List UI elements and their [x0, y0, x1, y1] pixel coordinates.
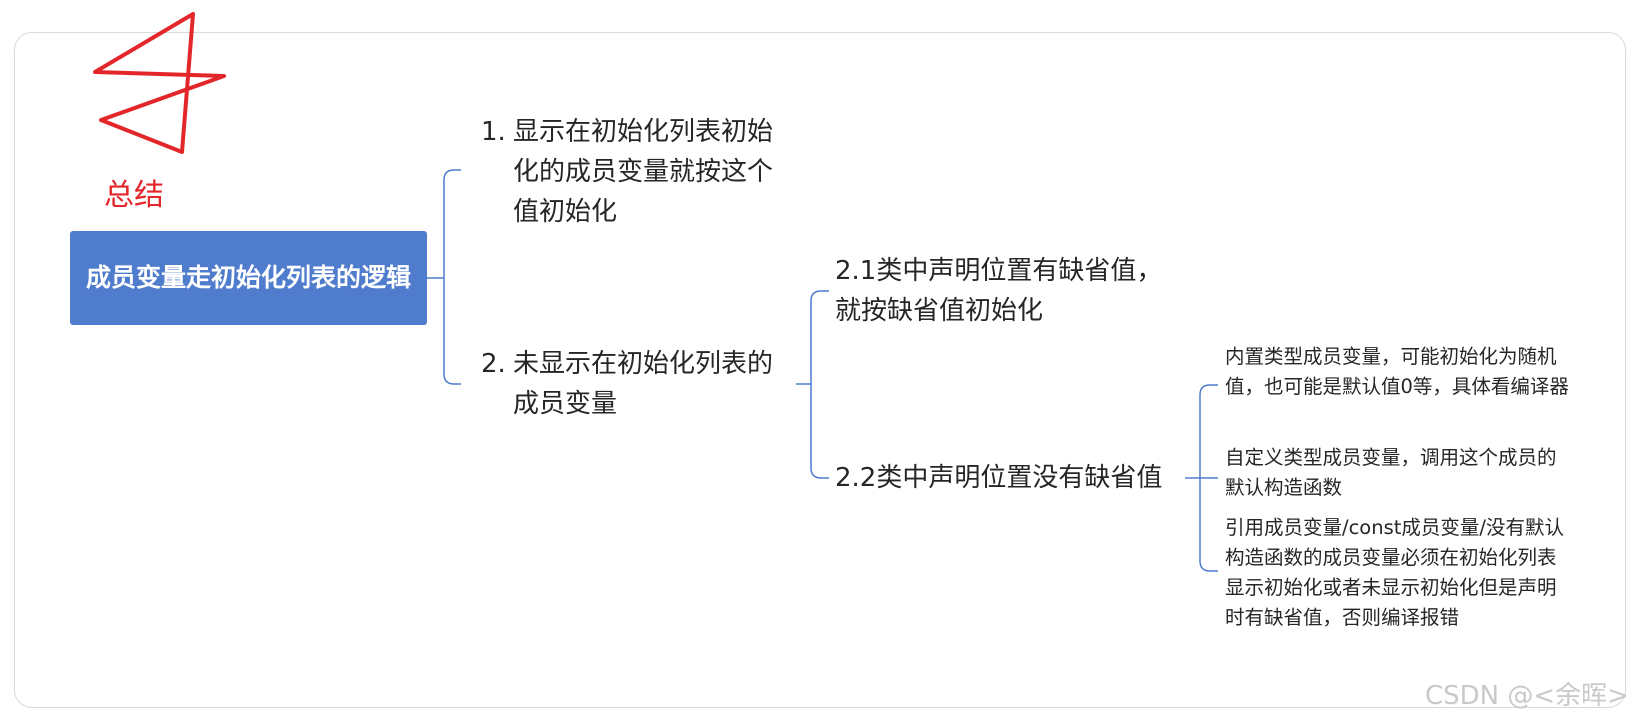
connector-branch-group [443, 169, 461, 385]
branch-node-1-number: 1. [481, 117, 506, 147]
root-node[interactable]: 成员变量走初始化列表的逻辑 [70, 231, 427, 325]
branch-node-1-text: 显示在初始化列表初始化的成员变量就按这个值初始化 [513, 117, 774, 227]
watermark: CSDN @<余晖> [1425, 681, 1629, 711]
leaf-builtin-type[interactable]: 内置类型成员变量，可能初始化为随机值，也可能是默认值0等，具体看编译器 [1225, 342, 1575, 402]
leaf-reference-const-text: 引用成员变量/const成员变量/没有默认构造函数的成员变量必须在初始化列表显示… [1225, 516, 1564, 629]
canvas-frame [14, 32, 1626, 708]
root-node-label: 成员变量走初始化列表的逻辑 [85, 263, 411, 292]
summary-label: 总结 [104, 178, 164, 213]
branch-node-2-number: 2. [481, 349, 506, 379]
branch-node-1[interactable]: 1. 显示在初始化列表初始化的成员变量就按这个值初始化 [481, 112, 791, 232]
branch-node-2-text: 未显示在初始化列表的成员变量 [513, 349, 774, 419]
branch-node-2[interactable]: 2. 未显示在初始化列表的成员变量 [481, 344, 791, 424]
node-2-2-text: 2.2类中声明位置没有缺省值 [835, 463, 1163, 493]
leaf-custom-type-text: 自定义类型成员变量，调用这个成员的默认构造函数 [1225, 446, 1557, 499]
leaf-builtin-type-text: 内置类型成员变量，可能初始化为随机值，也可能是默认值0等，具体看编译器 [1225, 345, 1569, 398]
node-2-2[interactable]: 2.2类中声明位置没有缺省值 [835, 458, 1195, 498]
connector-level2-group [810, 290, 829, 479]
node-2-1-text: 2.1类中声明位置有缺省值，就按缺省值初始化 [835, 256, 1163, 326]
node-2-1[interactable]: 2.1类中声明位置有缺省值，就按缺省值初始化 [835, 251, 1175, 331]
leaf-custom-type[interactable]: 自定义类型成员变量，调用这个成员的默认构造函数 [1225, 443, 1575, 503]
leaf-reference-const[interactable]: 引用成员变量/const成员变量/没有默认构造函数的成员变量必须在初始化列表显示… [1225, 513, 1575, 633]
star-icon [93, 12, 226, 154]
